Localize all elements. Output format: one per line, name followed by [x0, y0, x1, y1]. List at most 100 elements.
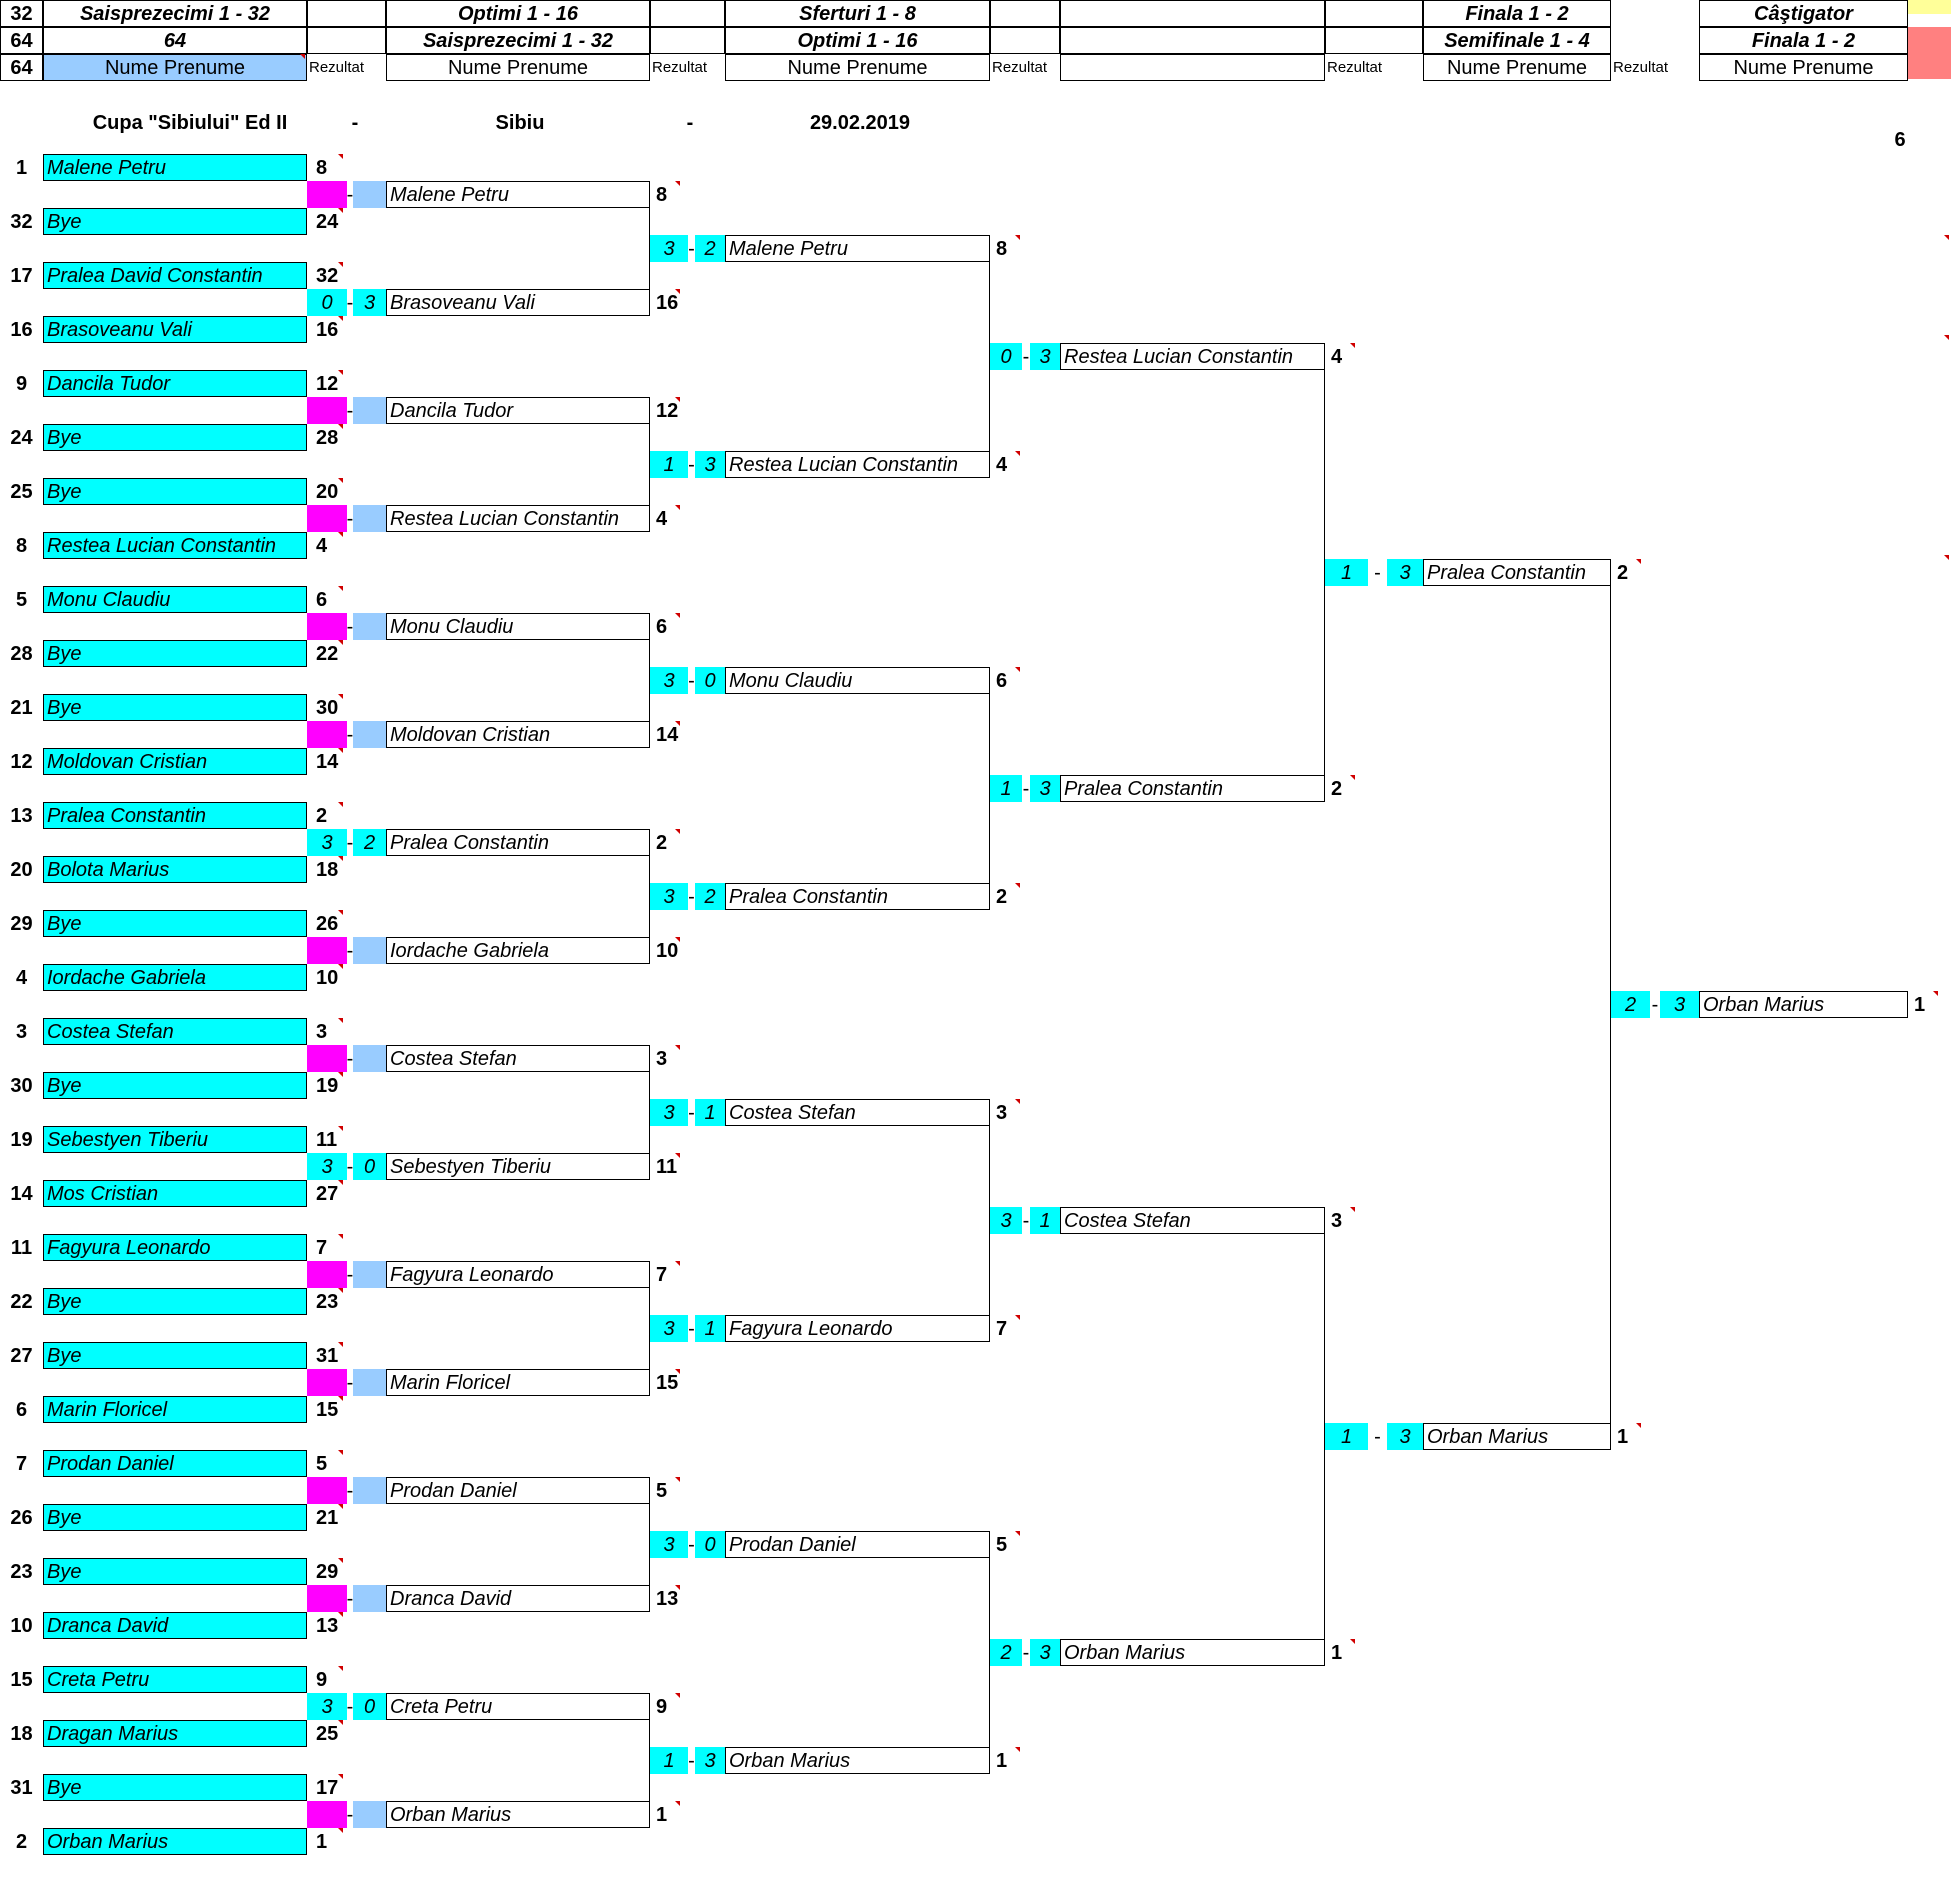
comment-marker-icon[interactable] — [300, 54, 305, 59]
comment-marker-icon[interactable] — [675, 397, 680, 402]
score-right[interactable]: 3 — [1387, 1423, 1423, 1450]
score-right[interactable]: 1 — [695, 1315, 725, 1342]
score-left[interactable] — [307, 721, 347, 748]
score-right[interactable]: 3 — [1387, 559, 1423, 586]
comment-marker-icon[interactable] — [1015, 1315, 1020, 1320]
comment-marker-icon[interactable] — [675, 289, 680, 294]
player-name-cell[interactable]: Dragan Marius — [43, 1720, 307, 1747]
score-left[interactable]: 3 — [307, 1693, 347, 1720]
comment-marker-icon[interactable] — [675, 1693, 680, 1698]
score-right[interactable]: 0 — [353, 1153, 386, 1180]
score-left[interactable]: 3 — [650, 667, 688, 694]
comment-marker-icon[interactable] — [338, 856, 343, 861]
comment-marker-icon[interactable] — [675, 1045, 680, 1050]
match-winner-name[interactable]: Marin Floricel — [386, 1369, 650, 1396]
player-name-cell[interactable]: Malene Petru — [43, 154, 307, 181]
match-winner-name[interactable]: Monu Claudiu — [386, 613, 650, 640]
comment-marker-icon[interactable] — [1350, 775, 1355, 780]
score-right[interactable]: 3 — [1030, 343, 1060, 370]
comment-marker-icon[interactable] — [338, 1396, 343, 1401]
comment-marker-icon[interactable] — [1015, 883, 1020, 888]
match-winner-name[interactable]: Orban Marius — [1423, 1423, 1611, 1450]
score-right[interactable] — [353, 1261, 386, 1288]
comment-marker-icon[interactable] — [1944, 555, 1949, 560]
score-left[interactable] — [307, 937, 347, 964]
comment-marker-icon[interactable] — [338, 802, 343, 807]
comment-marker-icon[interactable] — [1015, 1747, 1020, 1752]
player-name-cell[interactable]: Sebestyen Tiberiu — [43, 1126, 307, 1153]
score-left[interactable] — [307, 1801, 347, 1828]
score-left[interactable]: 0 — [990, 343, 1022, 370]
score-right[interactable]: 0 — [353, 1693, 386, 1720]
comment-marker-icon[interactable] — [338, 1234, 343, 1239]
player-name-cell[interactable]: Bye — [43, 694, 307, 721]
score-left[interactable] — [307, 181, 347, 208]
comment-marker-icon[interactable] — [1944, 335, 1949, 340]
comment-marker-icon[interactable] — [338, 910, 343, 915]
score-right[interactable]: 3 — [695, 1747, 725, 1774]
score-right[interactable] — [353, 613, 386, 640]
match-winner-name[interactable]: Sebestyen Tiberiu — [386, 1153, 650, 1180]
comment-marker-icon[interactable] — [338, 1342, 343, 1347]
score-right[interactable]: 1 — [1030, 1207, 1060, 1234]
comment-marker-icon[interactable] — [338, 1504, 343, 1509]
match-winner-name[interactable]: Iordache Gabriela — [386, 937, 650, 964]
comment-marker-icon[interactable] — [338, 1774, 343, 1779]
match-winner-name[interactable]: Costea Stefan — [725, 1099, 990, 1126]
score-left[interactable] — [307, 1045, 347, 1072]
comment-marker-icon[interactable] — [675, 1261, 680, 1266]
match-winner-name[interactable]: Pralea Constantin — [1423, 559, 1611, 586]
player-name-cell[interactable]: Orban Marius — [43, 1828, 307, 1855]
player-name-cell[interactable]: Pralea Constantin — [43, 802, 307, 829]
match-winner-name[interactable]: Restea Lucian Constantin — [725, 451, 990, 478]
match-winner-name[interactable]: Fagyura Leonardo — [386, 1261, 650, 1288]
score-right[interactable]: 0 — [695, 1531, 725, 1558]
player-name-cell[interactable]: Bye — [43, 1342, 307, 1369]
match-winner-name[interactable]: Prodan Daniel — [386, 1477, 650, 1504]
comment-marker-icon[interactable] — [338, 1018, 343, 1023]
match-winner-name[interactable]: Restea Lucian Constantin — [386, 505, 650, 532]
score-left[interactable]: 1 — [990, 775, 1022, 802]
score-right[interactable]: 0 — [695, 667, 725, 694]
score-left[interactable]: 3 — [650, 1315, 688, 1342]
comment-marker-icon[interactable] — [338, 1180, 343, 1185]
comment-marker-icon[interactable] — [675, 829, 680, 834]
comment-marker-icon[interactable] — [338, 1126, 343, 1131]
comment-marker-icon[interactable] — [338, 1612, 343, 1617]
match-winner-name[interactable]: Dranca David — [386, 1585, 650, 1612]
comment-marker-icon[interactable] — [1636, 559, 1641, 564]
comment-marker-icon[interactable] — [675, 1153, 680, 1158]
match-winner-name[interactable]: Pralea Constantin — [386, 829, 650, 856]
comment-marker-icon[interactable] — [338, 586, 343, 591]
score-right[interactable] — [353, 1585, 386, 1612]
player-name-cell[interactable]: Costea Stefan — [43, 1018, 307, 1045]
match-winner-name[interactable]: Brasoveanu Vali — [386, 289, 650, 316]
comment-marker-icon[interactable] — [338, 208, 343, 213]
comment-marker-icon[interactable] — [675, 1801, 680, 1806]
match-winner-name[interactable]: Monu Claudiu — [725, 667, 990, 694]
comment-marker-icon[interactable] — [338, 1558, 343, 1563]
score-left[interactable]: 1 — [1325, 559, 1368, 586]
comment-marker-icon[interactable] — [675, 613, 680, 618]
player-name-cell[interactable]: Monu Claudiu — [43, 586, 307, 613]
player-name-cell[interactable]: Restea Lucian Constantin — [43, 532, 307, 559]
score-right[interactable]: 2 — [353, 829, 386, 856]
player-name-cell[interactable]: Bye — [43, 1072, 307, 1099]
match-winner-name[interactable]: Pralea Constantin — [1060, 775, 1325, 802]
match-winner-name[interactable]: Orban Marius — [725, 1747, 990, 1774]
player-name-cell[interactable]: Bye — [43, 1558, 307, 1585]
score-right[interactable] — [353, 1477, 386, 1504]
comment-marker-icon[interactable] — [338, 370, 343, 375]
comment-marker-icon[interactable] — [338, 424, 343, 429]
player-name-cell[interactable]: Iordache Gabriela — [43, 964, 307, 991]
player-name-cell[interactable]: Dancila Tudor — [43, 370, 307, 397]
score-left[interactable] — [307, 397, 347, 424]
comment-marker-icon[interactable] — [338, 478, 343, 483]
score-left[interactable]: 2 — [990, 1639, 1022, 1666]
player-name-cell[interactable]: Fagyura Leonardo — [43, 1234, 307, 1261]
comment-marker-icon[interactable] — [338, 1828, 343, 1833]
comment-marker-icon[interactable] — [1015, 451, 1020, 456]
score-right[interactable] — [353, 181, 386, 208]
comment-marker-icon[interactable] — [338, 748, 343, 753]
score-right[interactable]: 3 — [1030, 1639, 1060, 1666]
